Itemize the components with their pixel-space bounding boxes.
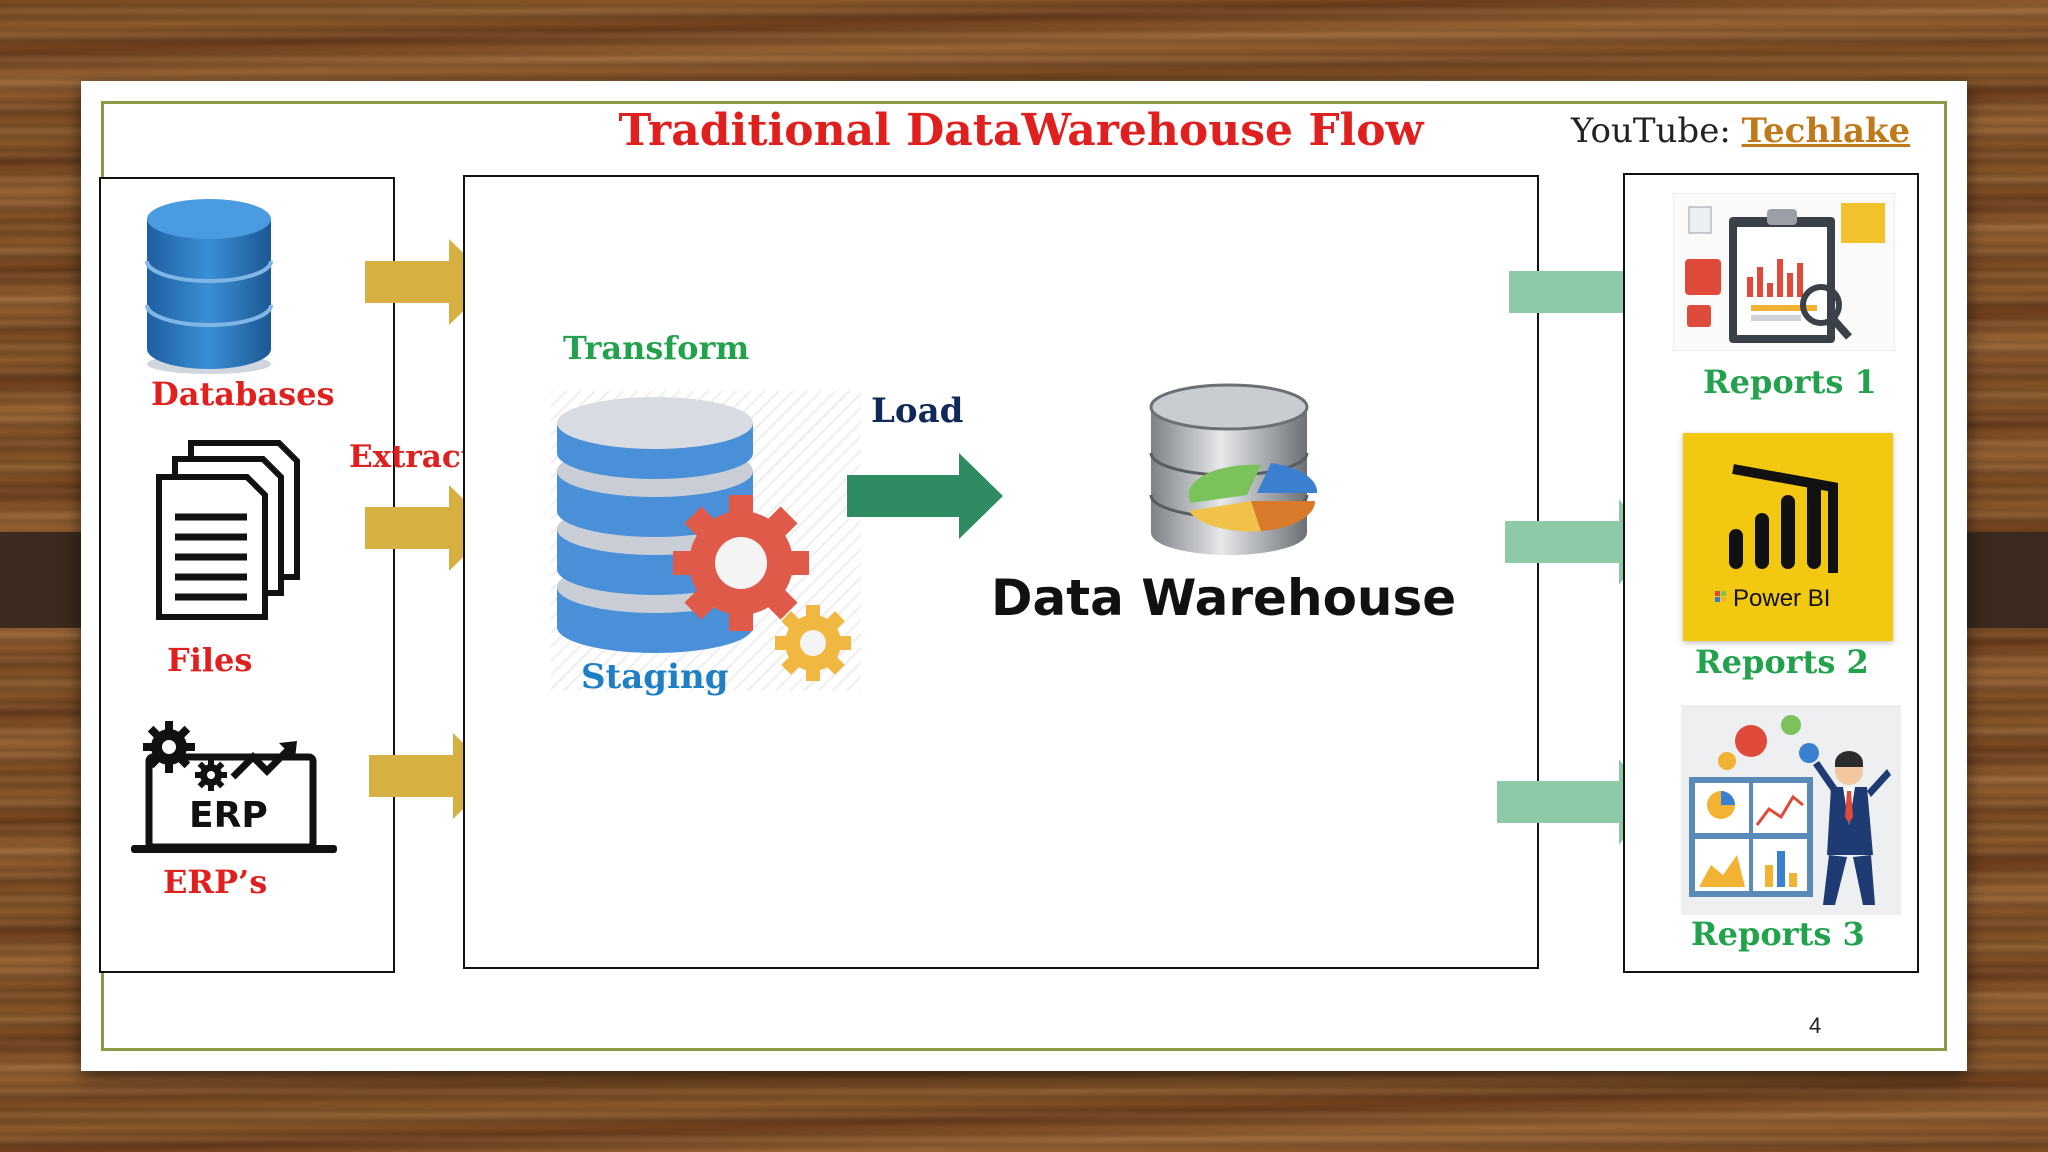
files-label: Files (167, 641, 253, 679)
load-label: Load (871, 391, 964, 431)
reports-3-label: Reports 3 (1691, 915, 1865, 953)
power-bi-icon: Power BI (1683, 433, 1893, 641)
erp-icon: ERP (129, 717, 349, 857)
slide-title: Traditional DataWarehouse Flow (618, 105, 1424, 156)
page-number: 4 (1809, 1013, 1822, 1038)
report-arrow-3 (1497, 759, 1651, 845)
erp-icon-text: ERP (189, 795, 268, 836)
youtube-prefix: YouTube: (1571, 111, 1742, 151)
data-warehouse-icon (1149, 383, 1318, 555)
database-icon (145, 199, 273, 374)
report-clipboard-icon (1673, 193, 1895, 351)
youtube-channel-link[interactable]: Techlake (1741, 111, 1911, 151)
extract-label: Extract (349, 439, 476, 475)
load-arrow (847, 453, 1003, 539)
databases-label: Databases (151, 375, 335, 413)
report-arrow-1 (1509, 249, 1655, 335)
files-icon (156, 440, 300, 620)
youtube-credit: YouTube: Techlake (1571, 111, 1910, 151)
power-bi-text: Power BI (1733, 585, 1831, 612)
data-warehouse-label: Data Warehouse (991, 569, 1457, 627)
reports-2-label: Reports 2 (1695, 643, 1869, 681)
staging-label: Staging (581, 657, 729, 697)
extract-arrow-2 (365, 485, 493, 571)
staging-icon (551, 391, 861, 691)
report-arrow-2 (1505, 499, 1651, 585)
erps-label: ERP’s (163, 863, 268, 901)
reports-1-label: Reports 1 (1703, 363, 1877, 401)
slide: Traditional DataWarehouse Flow YouTube: … (81, 81, 1967, 1071)
extract-arrow-1 (365, 239, 493, 325)
transform-label: Transform (563, 329, 750, 367)
report-analyst-icon (1681, 705, 1901, 915)
